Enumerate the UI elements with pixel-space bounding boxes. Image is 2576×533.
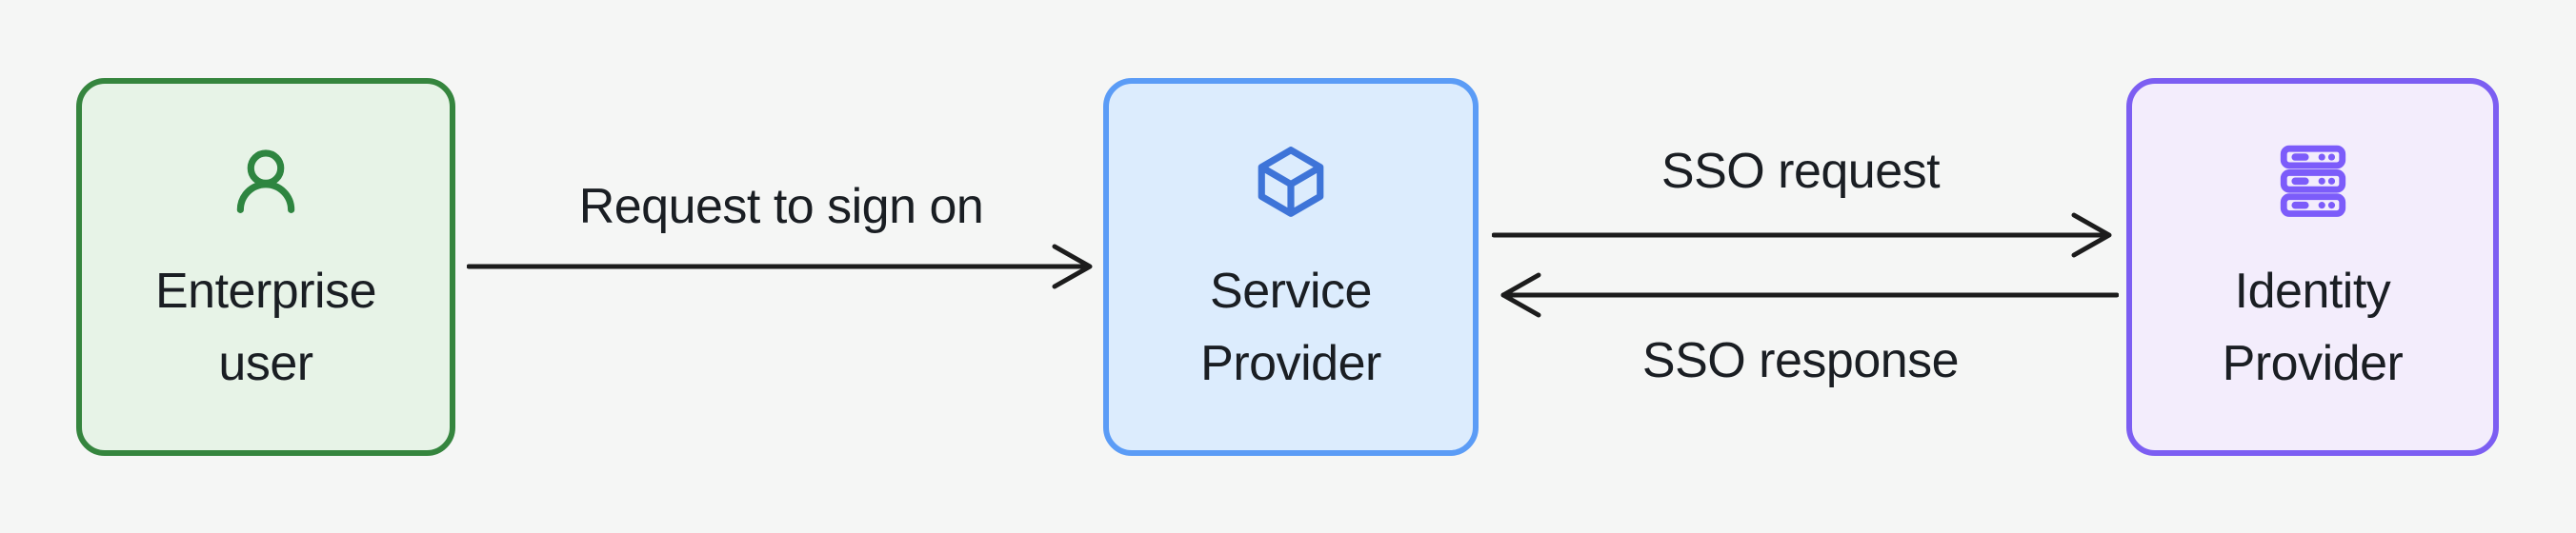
node-label-enterprise-user: Enterprise user [155, 255, 377, 400]
node-label-line1: Service [1210, 264, 1372, 319]
node-label-line1: Enterprise [155, 264, 377, 319]
node-service-provider: Service Provider [1103, 78, 1479, 456]
server-icon [2280, 145, 2345, 217]
node-label-line1: Identity [2234, 264, 2391, 319]
node-label-line2: Provider [1200, 336, 1381, 391]
node-identity-provider: Identity Provider [2126, 78, 2499, 456]
arrow-sp-to-idp [1492, 212, 2112, 258]
node-label-line2: Provider [2222, 336, 2404, 391]
user-icon [236, 149, 295, 213]
node-enterprise-user: Enterprise user [76, 78, 455, 456]
cube-icon [1258, 147, 1324, 217]
node-label-line2: user [218, 336, 313, 391]
edge-label-sso-request: SSO request [1660, 144, 1941, 199]
edge-label-sso-response: SSO response [1641, 333, 1960, 388]
arrow-idp-to-sp [1500, 272, 2119, 318]
node-label-service-provider: Service Provider [1200, 255, 1381, 400]
arrow-user-to-sp [467, 244, 1093, 289]
edge-label-request-to-sign-on: Request to sign on [578, 179, 984, 234]
node-label-identity-provider: Identity Provider [2223, 255, 2404, 400]
